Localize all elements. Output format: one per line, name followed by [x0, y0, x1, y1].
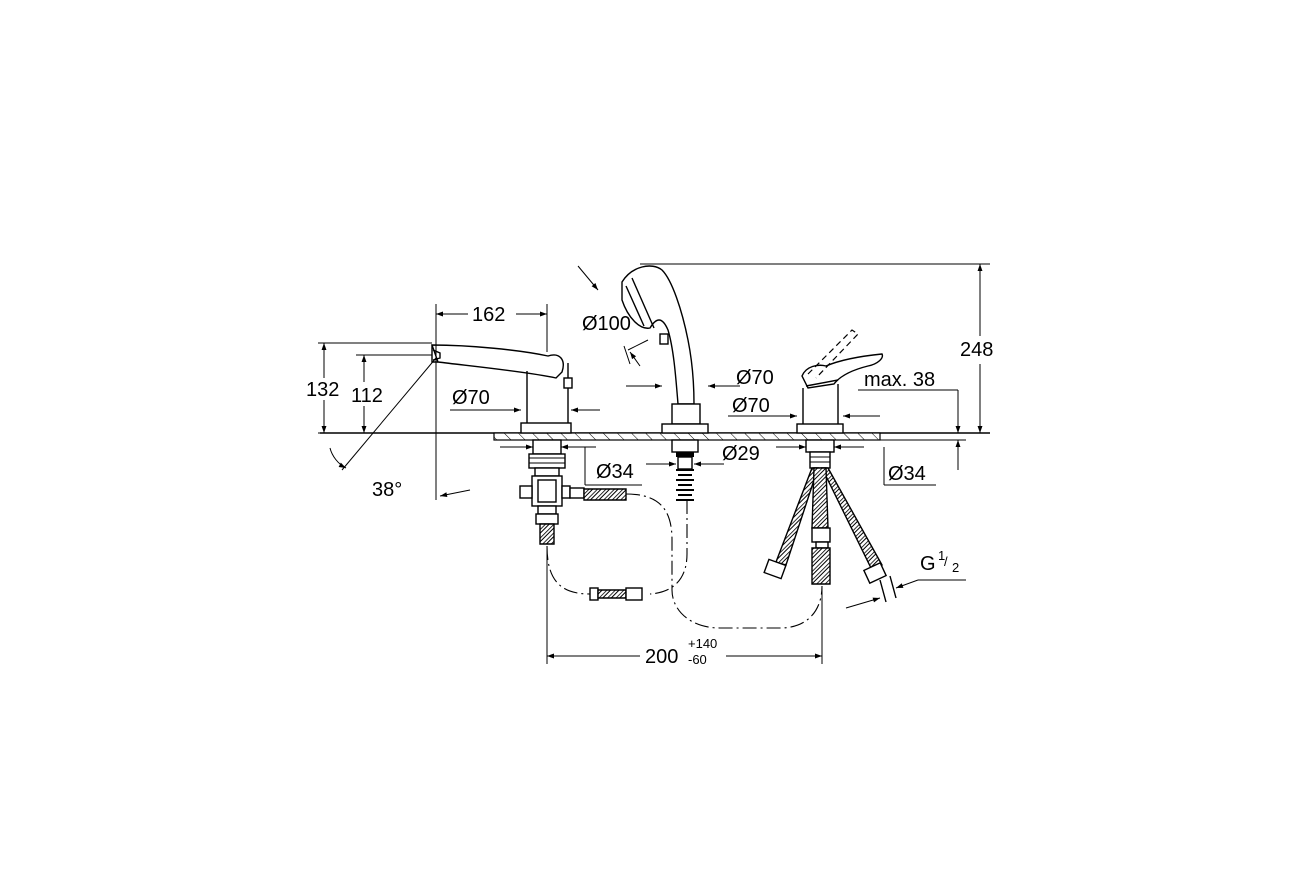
label-handshower-dia: Ø100: [582, 313, 631, 335]
label-thread-den: 2: [952, 560, 959, 575]
spout-connection: [519, 439, 627, 545]
label-thread: G: [920, 553, 936, 575]
label-spout-height: 132: [306, 379, 339, 401]
bath-spout: [431, 344, 573, 434]
label-mixer-shank-dia: Ø34: [888, 463, 926, 485]
label-thread-slash: /: [944, 554, 948, 569]
label-max-deck-thickness: max. 38: [864, 369, 935, 391]
label-centre-tolerance-plus: +140: [688, 636, 717, 651]
label-centre-distance: 200: [645, 646, 678, 668]
hand-shower: [621, 265, 709, 434]
label-total-height: 248: [960, 339, 993, 361]
label-holder-base-dia: Ø70: [736, 367, 774, 389]
label-thread-num: 1: [938, 548, 945, 563]
label-hose-dia: Ø29: [722, 443, 760, 465]
single-lever-mixer: [796, 329, 884, 434]
deck: [320, 432, 990, 441]
mixer-connection: [763, 439, 897, 603]
shower-holder-connection: [671, 439, 699, 501]
label-spout-outlet-height: 112: [351, 385, 383, 407]
label-spout-reach: 162: [472, 304, 505, 326]
label-mixer-base-dia: Ø70: [732, 395, 770, 417]
label-spout-base-dia: Ø70: [452, 387, 490, 409]
dimension-lines: [318, 263, 990, 664]
label-spout-shank-dia: Ø34: [596, 461, 634, 483]
label-centre-tolerance-minus: -60: [688, 652, 707, 667]
label-spout-angle: 38°: [372, 479, 402, 501]
